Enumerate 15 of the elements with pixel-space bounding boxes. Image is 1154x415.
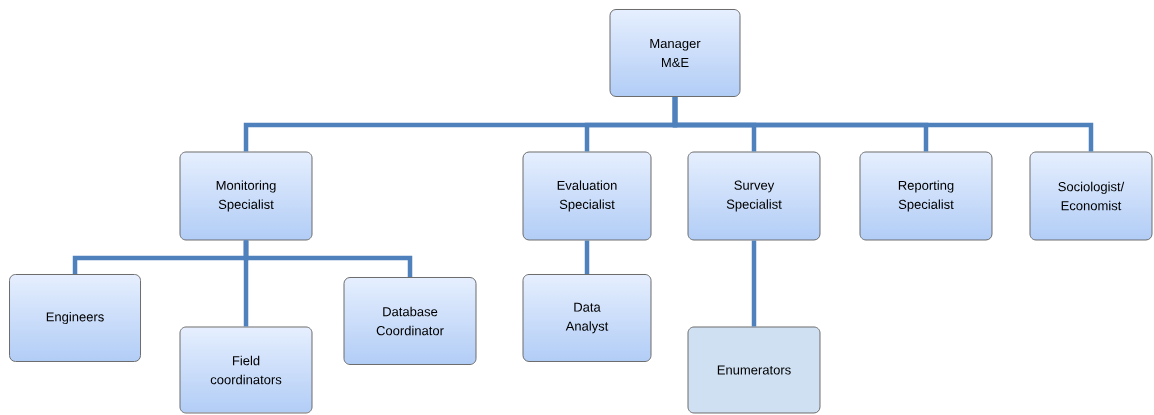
connector <box>243 240 413 277</box>
org-box: Field coordinators <box>179 326 313 414</box>
connector <box>751 240 757 327</box>
org-box: Manager M&E <box>609 9 741 97</box>
connector <box>672 97 1094 152</box>
org-box: Monitoring Specialist <box>179 151 313 241</box>
org-box: Database Coordinator <box>343 277 477 365</box>
org-box: Reporting Specialist <box>859 151 993 241</box>
org-box: Data Analyst <box>522 274 652 362</box>
org-box: Survey Specialist <box>687 151 821 241</box>
org-box: Sociologist/ Economist <box>1029 151 1153 241</box>
org-box: Evaluation Specialist <box>522 151 652 241</box>
org-box: Enumerators <box>687 326 821 414</box>
connector <box>584 240 590 274</box>
org-box: Engineers <box>9 274 141 362</box>
